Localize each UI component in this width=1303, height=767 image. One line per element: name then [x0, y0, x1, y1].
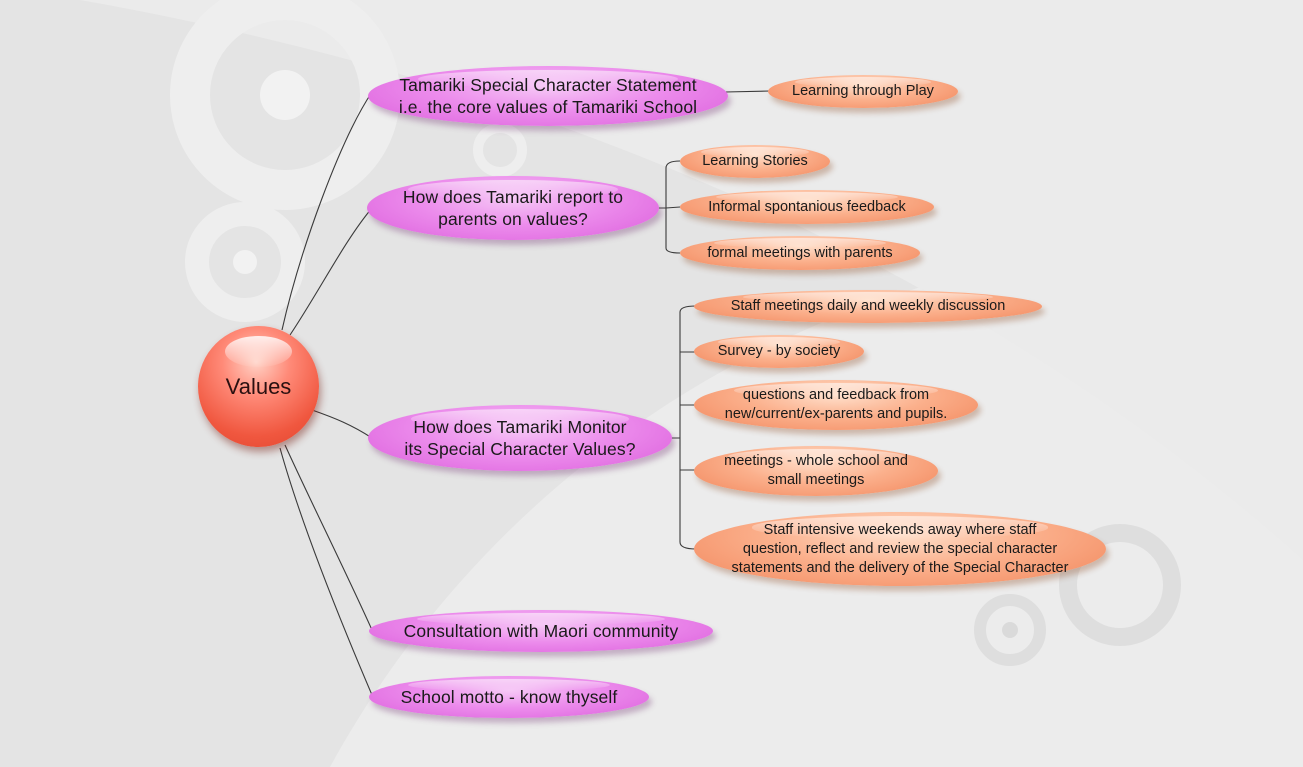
- branch-maori-consultation[interactable]: Consultation with Maori community: [369, 610, 713, 652]
- branch-special-character-statement[interactable]: Tamariki Special Character Statement i.e…: [368, 66, 728, 126]
- connector-b3-bracket: [668, 305, 697, 550]
- connector-root-branch-2: [289, 207, 373, 336]
- leaf-line-3: statements and the delivery of the Speci…: [731, 559, 1069, 576]
- leaf-line-2: question, reflect and review the special…: [742, 540, 1058, 557]
- branch-2-line-2: parents on values?: [438, 209, 588, 229]
- leaf-line-1: questions and feedback from: [742, 387, 930, 403]
- leaf-label: Informal spontanious feedback: [708, 198, 906, 215]
- connector-root-branch-1: [281, 91, 373, 331]
- leaf-line-1: Staff intensive weekends away where staf…: [763, 521, 1037, 538]
- connector-b1-leaf: [724, 90, 771, 93]
- branch-3-line-2: its Special Character Values?: [404, 439, 636, 459]
- root-node-values[interactable]: Values: [198, 326, 319, 447]
- leaf-staff-meetings[interactable]: Staff meetings daily and weekly discussi…: [694, 290, 1042, 323]
- connector-b2-bracket: [655, 160, 681, 254]
- leaf-whole-school-meetings[interactable]: meetings - whole school and small meetin…: [694, 446, 938, 496]
- branch-2-line-1: How does Tamariki report to: [402, 187, 624, 207]
- leaf-label: Staff meetings daily and weekly discussi…: [730, 298, 1006, 314]
- branch-5-label: School motto - know thyself: [400, 687, 618, 707]
- leaf-learning-stories[interactable]: Learning Stories: [680, 145, 830, 178]
- leaf-formal-meetings[interactable]: formal meetings with parents: [680, 236, 920, 270]
- leaf-line-2: small meetings: [767, 472, 865, 488]
- leaf-questions-feedback[interactable]: questions and feedback from new/current/…: [694, 380, 978, 430]
- leaf-label: Learning through Play: [792, 83, 934, 99]
- leaf-line-1: meetings - whole school and: [724, 453, 908, 469]
- leaf-informal-feedback[interactable]: Informal spontanious feedback: [680, 190, 934, 224]
- branch-monitor-values[interactable]: How does Tamariki Monitor its Special Ch…: [368, 405, 672, 471]
- connector-root-branch-4: [284, 444, 373, 631]
- leaf-staff-intensive-weekends[interactable]: Staff intensive weekends away where staf…: [694, 512, 1106, 586]
- leaf-learning-through-play[interactable]: Learning through Play: [768, 75, 958, 108]
- leaf-label: Learning Stories: [702, 153, 808, 169]
- leaf-survey[interactable]: Survey - by society: [694, 335, 864, 368]
- connector-root-branch-3: [311, 409, 373, 439]
- branch-1-line-1: Tamariki Special Character Statement: [399, 75, 697, 95]
- leaf-label: formal meetings with parents: [707, 244, 893, 261]
- connector-root-branch-5: [279, 447, 373, 696]
- branch-school-motto[interactable]: School motto - know thyself: [369, 676, 649, 718]
- branch-3-line-1: How does Tamariki Monitor: [413, 417, 627, 437]
- branch-1-line-2: i.e. the core values of Tamariki School: [398, 97, 698, 117]
- leaf-line-2: new/current/ex-parents and pupils.: [724, 406, 948, 422]
- branch-4-label: Consultation with Maori community: [403, 621, 679, 641]
- root-label: Values: [225, 373, 292, 399]
- branch-report-to-parents[interactable]: How does Tamariki report to parents on v…: [367, 176, 659, 240]
- leaf-label: Survey - by society: [717, 343, 841, 359]
